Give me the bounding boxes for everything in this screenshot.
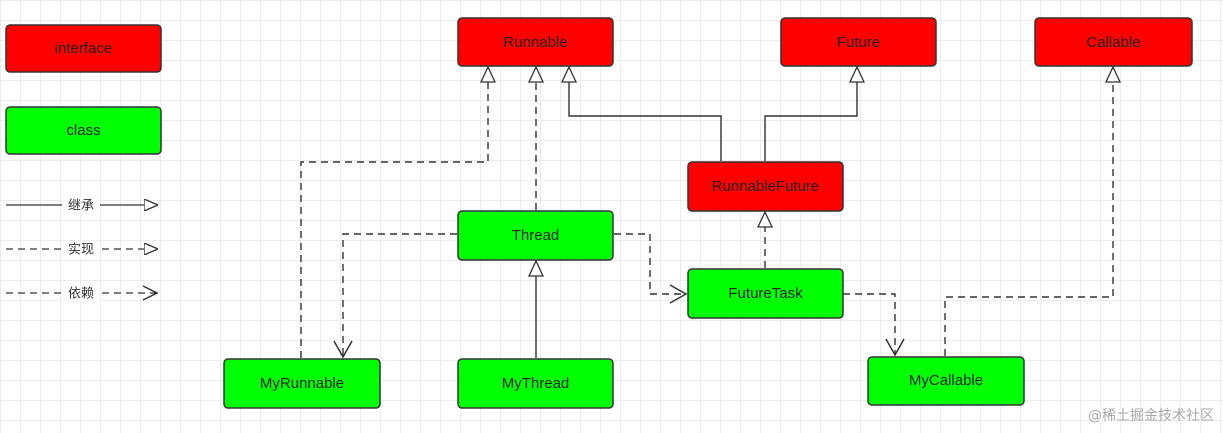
edge-mycallable-to-callable (944, 67, 1114, 356)
legend-class-box: class (5, 106, 162, 155)
node-future-task-label: FutureTask (728, 285, 803, 302)
edge-thread-to-myrunnable (342, 233, 457, 357)
node-my-thread-label: MyThread (502, 375, 570, 392)
legend-inherit-label: 继承 (68, 199, 94, 214)
arrowhead-futuretask-depend (669, 284, 688, 304)
node-runnable: Runnable (457, 17, 614, 67)
node-callable: Callable (1034, 17, 1193, 67)
edge-futuretask-to-mycallable (843, 293, 896, 355)
edges (300, 67, 1114, 358)
legend-inherit-arrow: 继承 (6, 197, 157, 214)
node-my-callable: MyCallable (867, 356, 1025, 406)
legend: interface class 继承 实现 依赖 (5, 24, 162, 302)
node-my-runnable-label: MyRunnable (260, 375, 344, 392)
arrowheads (333, 65, 1122, 359)
arrowhead-myrunnable-depend (333, 340, 353, 359)
node-future: Future (780, 17, 937, 67)
edge-myrunnable-to-runnable (300, 67, 489, 358)
node-runnable-label: Runnable (503, 34, 567, 51)
node-runnable-future: RunnableFuture (687, 161, 844, 212)
node-my-thread: MyThread (457, 358, 614, 409)
node-thread: Thread (457, 210, 614, 261)
node-future-task: FutureTask (687, 268, 844, 319)
arrowhead-mycallable-depend (885, 338, 905, 357)
node-callable-label: Callable (1086, 34, 1140, 51)
arrowhead-thread-inherit (527, 259, 545, 277)
arrowhead-runnable-implement-thread (527, 65, 545, 83)
legend-interface-label: interface (55, 40, 113, 57)
nodes: Runnable Future Callable RunnableFuture … (223, 17, 1193, 409)
node-thread-label: Thread (512, 227, 560, 244)
node-runnable-future-label: RunnableFuture (712, 178, 820, 195)
arrowhead-callable-implement (1104, 65, 1122, 83)
legend-interface-box: interface (5, 24, 162, 73)
edge-runnablefuture-to-future (764, 67, 858, 161)
legend-depend-label: 依赖 (68, 287, 94, 302)
arrowhead-runnable-implement-myrunnable (479, 65, 497, 83)
legend-implement-label: 实现 (68, 243, 94, 258)
edge-thread-to-futuretask (614, 233, 686, 295)
node-my-callable-label: MyCallable (909, 372, 983, 389)
arrowhead-runnable-inherit (560, 65, 578, 83)
node-my-runnable: MyRunnable (223, 358, 381, 409)
arrowhead-runnablefuture-implement (756, 210, 774, 228)
edge-runnablefuture-to-runnable (568, 67, 722, 161)
legend-depend-arrow: 依赖 (6, 285, 157, 302)
watermark: @稀土掘金技术社区 (1088, 408, 1214, 424)
legend-class-label: class (66, 122, 100, 139)
node-future-label: Future (837, 34, 880, 51)
arrowhead-future-inherit (848, 65, 866, 83)
legend-implement-arrow: 实现 (6, 241, 157, 258)
